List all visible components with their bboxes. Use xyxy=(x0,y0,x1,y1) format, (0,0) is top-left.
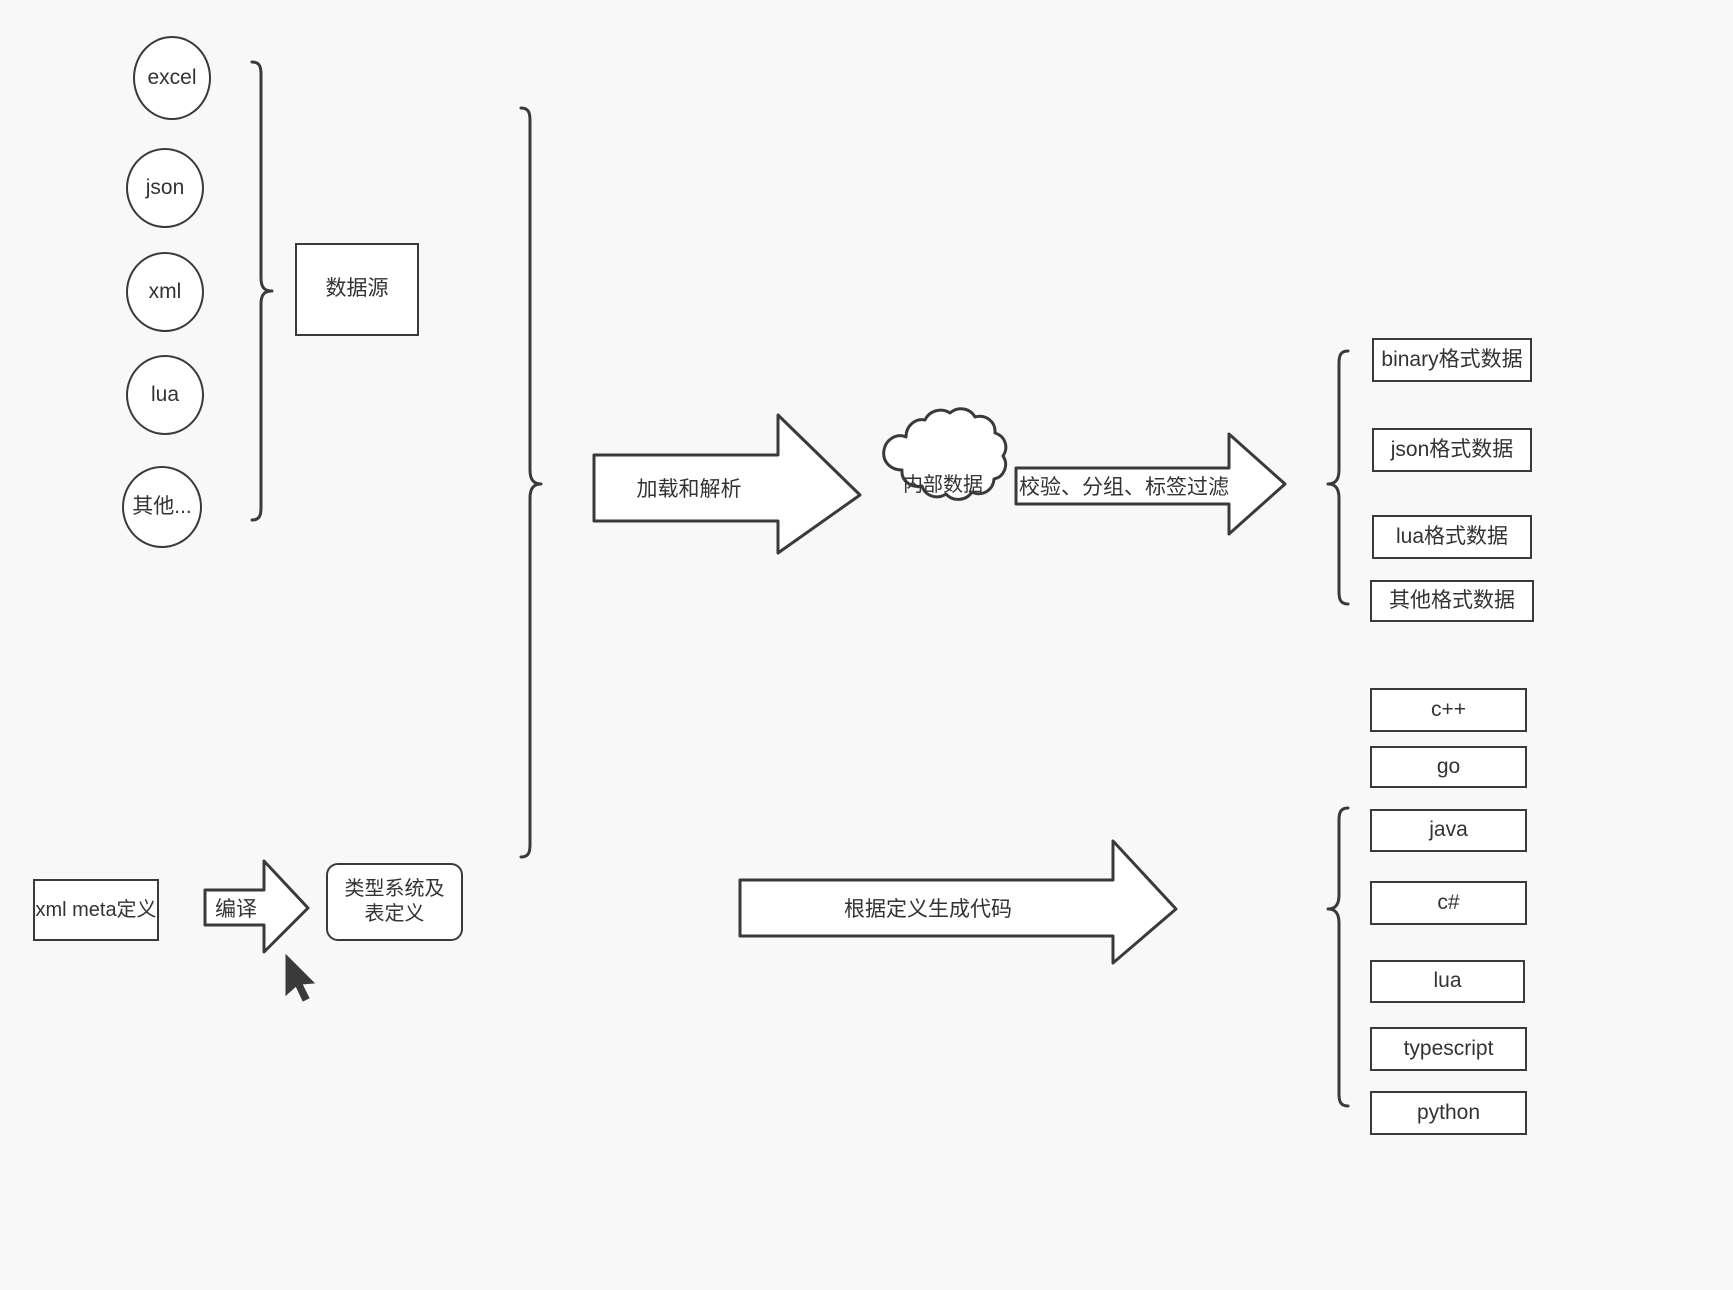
internal-data-cloud xyxy=(882,407,1008,501)
output-format-label: json格式数据 xyxy=(1390,437,1514,461)
validate-filter-arrow-label: 校验、分组、标签过滤 xyxy=(1019,476,1229,499)
type-system-label: 类型系统及表定义 xyxy=(344,878,445,925)
data-formats-brace xyxy=(1326,349,1350,606)
xml-meta-definition-label: xml meta定义 xyxy=(35,898,157,921)
codegen-arrow-label: 根据定义生成代码 xyxy=(844,898,1012,921)
source-node-json[interactable]: json xyxy=(126,148,204,228)
compile-arrow xyxy=(203,859,310,954)
output-language-label: c# xyxy=(1437,890,1460,914)
internal-data-label: 内部数据 xyxy=(903,473,983,496)
output-format-lua[interactable]: lua格式数据 xyxy=(1372,515,1532,559)
codegen-arrow xyxy=(738,839,1178,965)
output-format-other[interactable]: 其他格式数据 xyxy=(1370,580,1534,622)
pipeline-brace xyxy=(519,106,543,859)
source-node-xml[interactable]: xml xyxy=(126,252,204,332)
languages-brace xyxy=(1326,806,1350,1108)
output-format-label: binary格式数据 xyxy=(1381,347,1523,371)
data-source-group-label: 数据源 xyxy=(325,277,389,301)
source-label: 其他... xyxy=(132,494,192,518)
output-language-csharp[interactable]: c# xyxy=(1370,881,1527,925)
output-language-python[interactable]: python xyxy=(1370,1091,1527,1135)
output-language-lua[interactable]: lua xyxy=(1370,960,1525,1003)
source-label: excel xyxy=(147,65,197,89)
output-language-label: java xyxy=(1429,818,1468,842)
output-format-binary[interactable]: binary格式数据 xyxy=(1372,338,1532,382)
output-format-label: lua格式数据 xyxy=(1395,524,1509,548)
output-language-label: go xyxy=(1436,754,1461,778)
source-node-other[interactable]: 其他... xyxy=(122,466,202,548)
output-language-label: lua xyxy=(1433,969,1462,993)
output-language-label: python xyxy=(1416,1100,1481,1124)
data-source-group-box[interactable]: 数据源 xyxy=(295,243,419,336)
output-language-cpp[interactable]: c++ xyxy=(1370,688,1527,732)
sources-brace xyxy=(250,60,274,522)
source-label: lua xyxy=(150,382,180,406)
output-format-json[interactable]: json格式数据 xyxy=(1372,428,1532,472)
output-language-label: c++ xyxy=(1430,697,1467,721)
validate-filter-arrow xyxy=(1014,432,1287,536)
source-node-excel[interactable]: excel xyxy=(133,36,211,120)
load-parse-arrow-label: 加载和解析 xyxy=(636,478,742,501)
compile-arrow-label: 编译 xyxy=(215,898,257,921)
source-node-lua[interactable]: lua xyxy=(126,355,204,435)
type-system-box[interactable]: 类型系统及表定义 xyxy=(326,863,463,941)
output-language-go[interactable]: go xyxy=(1370,746,1527,788)
load-parse-arrow xyxy=(592,413,862,555)
output-language-typescript[interactable]: typescript xyxy=(1370,1027,1527,1071)
output-language-label: typescript xyxy=(1403,1036,1494,1060)
source-label: xml xyxy=(148,279,182,303)
mouse-pointer-icon xyxy=(285,953,316,1002)
source-label: json xyxy=(145,175,185,199)
output-language-java[interactable]: java xyxy=(1370,809,1527,852)
output-format-label: 其他格式数据 xyxy=(1389,588,1515,612)
xml-meta-definition-box[interactable]: xml meta定义 xyxy=(33,879,159,941)
